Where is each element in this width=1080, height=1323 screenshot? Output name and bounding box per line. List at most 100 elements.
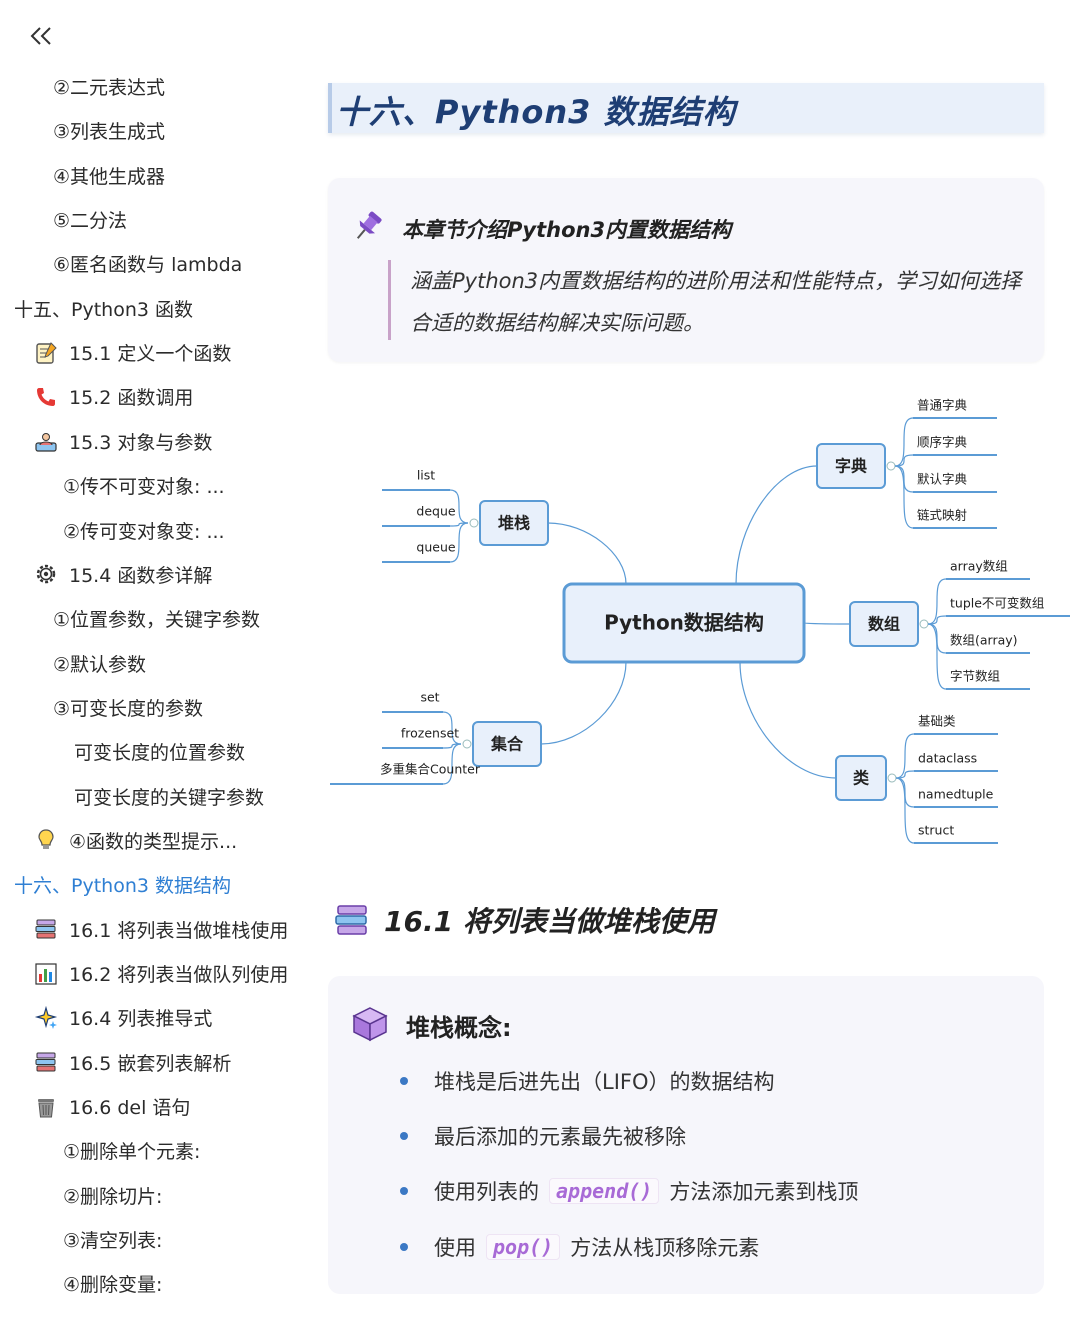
toc-item[interactable]: 15.4 函数参详解 bbox=[33, 561, 212, 588]
toc-item[interactable]: ③列表生成式 bbox=[53, 117, 165, 144]
toc-item[interactable]: 16.2 将列表当做队列使用 bbox=[33, 960, 288, 987]
person-upload-icon bbox=[33, 428, 59, 454]
toc-item[interactable]: 十六、Python3 数据结构 bbox=[14, 871, 231, 898]
mindmap-leaf: array数组 bbox=[950, 559, 1008, 574]
book-stack-icon bbox=[33, 1049, 59, 1075]
mindmap-branch: 数组 bbox=[849, 601, 919, 647]
intro-card: 本章节介绍Python3内置数据结构 涵盖Python3内置数据结构的进阶用法和… bbox=[328, 178, 1044, 362]
toc-item-label: 15.1 定义一个函数 bbox=[69, 343, 232, 366]
mindmap-leaf: 字节数组 bbox=[950, 669, 1000, 684]
collapse-sidebar-button[interactable] bbox=[26, 20, 58, 52]
toc-item-label: 可变长度的关键字参数 bbox=[74, 786, 265, 809]
toc-item[interactable]: 16.5 嵌套列表解析 bbox=[33, 1049, 231, 1076]
lightbulb-icon bbox=[33, 827, 59, 853]
toc-item-label: 十五、Python3 函数 bbox=[14, 298, 193, 321]
mindmap-branch-label: 集合 bbox=[490, 735, 524, 754]
toc-item[interactable]: 可变长度的位置参数 bbox=[74, 738, 245, 765]
mindmap-leaf-connector bbox=[927, 578, 947, 625]
mindmap-branch-box bbox=[849, 601, 919, 647]
toc-item-label: ②默认参数 bbox=[53, 653, 147, 676]
bullet-text: 使用列表的 bbox=[434, 1180, 539, 1204]
toc-item[interactable]: 可变长度的关键字参数 bbox=[74, 783, 264, 810]
toc-item[interactable]: ②默认参数 bbox=[53, 650, 146, 677]
mindmap-branch-label: 数组 bbox=[868, 615, 900, 634]
mindmap-connector bbox=[547, 522, 627, 585]
mindmap-leaf: queue bbox=[416, 540, 455, 555]
toc-item[interactable]: ④删除变量: bbox=[63, 1270, 162, 1297]
section-heading-text: 16.1 将列表当做堆栈使用 bbox=[384, 905, 715, 938]
mindmap-leaf-connector bbox=[449, 522, 469, 563]
toc-item[interactable]: ①删除单个元素: bbox=[63, 1137, 200, 1164]
toc-item-label: 15.3 对象与参数 bbox=[69, 431, 213, 454]
trash-icon bbox=[33, 1094, 59, 1120]
mindmap-leaf-connector bbox=[895, 777, 915, 844]
toc-item[interactable]: ③可变长度的参数 bbox=[53, 694, 203, 721]
toc-item[interactable]: ①传不可变对象: ... bbox=[63, 472, 225, 499]
toc-item[interactable]: ④函数的类型提示... bbox=[33, 827, 237, 854]
sparkle-icon bbox=[33, 1005, 59, 1031]
mindmap-branch: 集合 bbox=[472, 721, 542, 767]
bullet-dot bbox=[400, 1077, 408, 1085]
pushpin-icon bbox=[356, 211, 382, 239]
bullet-text: 使用 bbox=[434, 1236, 476, 1260]
mindmap-branch-box bbox=[835, 755, 887, 801]
toc-item-label: 16.6 del 语句 bbox=[69, 1097, 191, 1120]
mindmap-joint bbox=[887, 773, 897, 783]
mindmap-leaf-connector bbox=[442, 743, 462, 785]
toc-item-label: ③可变长度的参数 bbox=[53, 697, 204, 720]
mindmap-connector bbox=[803, 622, 851, 625]
toc-item-label: ②传可变对象变: ... bbox=[63, 520, 225, 543]
bullet-dot bbox=[400, 1187, 408, 1195]
mindmap-branch-box bbox=[816, 443, 886, 489]
mindmap-root-label: Python数据结构 bbox=[604, 611, 764, 635]
mindmap-leaf: 数组(array) bbox=[950, 633, 1018, 648]
mindmap-leaf-connector bbox=[894, 417, 914, 467]
toc-item-label: ⑤二分法 bbox=[53, 210, 128, 233]
toc-item-label: 16.5 嵌套列表解析 bbox=[69, 1052, 232, 1075]
toc-item[interactable]: ②二元表达式 bbox=[53, 73, 165, 100]
toc-item[interactable]: 十五、Python3 函数 bbox=[14, 295, 193, 322]
mindmap-joint bbox=[462, 739, 472, 749]
cube-icon bbox=[352, 1007, 388, 1042]
toc-item[interactable]: ⑥匿名函数与 lambda bbox=[53, 250, 242, 277]
mindmap-leaf-connector bbox=[449, 489, 469, 524]
toc-item-label: 16.2 将列表当做队列使用 bbox=[69, 964, 289, 986]
toc-item-label: ③列表生成式 bbox=[53, 121, 166, 144]
mindmap-connector bbox=[735, 465, 818, 585]
bullet-dot bbox=[400, 1243, 408, 1251]
mindmap-branch: 类 bbox=[835, 755, 887, 801]
mindmap-leaf: tuple不可变数组 bbox=[950, 596, 1044, 611]
bullet-text: 堆栈是后进先出（LIFO）的数据结构 bbox=[434, 1070, 775, 1094]
bullet-text-after: 方法添加元素到栈顶 bbox=[669, 1180, 859, 1204]
data-structure-mindmap: 堆栈listdequequeue集合setfrozenset多重集合Counte… bbox=[330, 398, 1070, 844]
toc-item[interactable]: ③清空列表: bbox=[63, 1226, 162, 1253]
toc-item[interactable]: 16.4 列表推导式 bbox=[33, 1004, 212, 1031]
toc-item-label: 十六、Python3 数据结构 bbox=[14, 875, 231, 898]
toc-item[interactable]: 15.2 函数调用 bbox=[33, 383, 193, 410]
mindmap-leaf-connector bbox=[895, 770, 915, 779]
toc-item[interactable]: ⑤二分法 bbox=[53, 206, 127, 233]
toc-item[interactable]: ④其他生成器 bbox=[53, 162, 165, 189]
toc-item[interactable]: 16.1 将列表当做堆栈使用 bbox=[33, 916, 288, 943]
mindmap-leaf: 多重集合Counter bbox=[380, 762, 481, 777]
intro-heading: 本章节介绍Python3内置数据结构 bbox=[402, 218, 732, 242]
mindmap-leaf: struct bbox=[918, 823, 954, 838]
mindmap-leaf: 顺序字典 bbox=[917, 435, 967, 450]
toc-item[interactable]: ②传可变对象变: ... bbox=[63, 517, 225, 544]
toc-item[interactable]: ①位置参数，关键字参数 bbox=[53, 605, 260, 632]
toc-item-label: 16.1 将列表当做堆栈使用 bbox=[69, 919, 289, 942]
blockquote-bar bbox=[388, 260, 391, 340]
mindmap-leaf-connector bbox=[927, 615, 947, 625]
toc-item-label: 15.2 函数调用 bbox=[69, 387, 194, 410]
toc-item[interactable]: 15.1 定义一个函数 bbox=[33, 339, 231, 366]
toc-item[interactable]: 16.6 del 语句 bbox=[33, 1093, 190, 1120]
mindmap-leaf-connector bbox=[895, 733, 915, 779]
toc-item[interactable]: 15.3 对象与参数 bbox=[33, 428, 212, 455]
chapter-title: 十六、Python3 数据结构 bbox=[336, 93, 736, 131]
toc-item[interactable]: ②删除切片: bbox=[63, 1182, 162, 1209]
table-of-contents: ②二元表达式 ③列表生成式 ④其他生成器 ⑤二分法 ⑥匿名函数与 lambda 十五、Py… bbox=[0, 0, 310, 1323]
toc-item-label: 15.4 函数参详解 bbox=[69, 564, 213, 587]
mindmap-leaf-connector bbox=[442, 711, 462, 745]
mindmap-branch-label: 类 bbox=[853, 769, 870, 788]
